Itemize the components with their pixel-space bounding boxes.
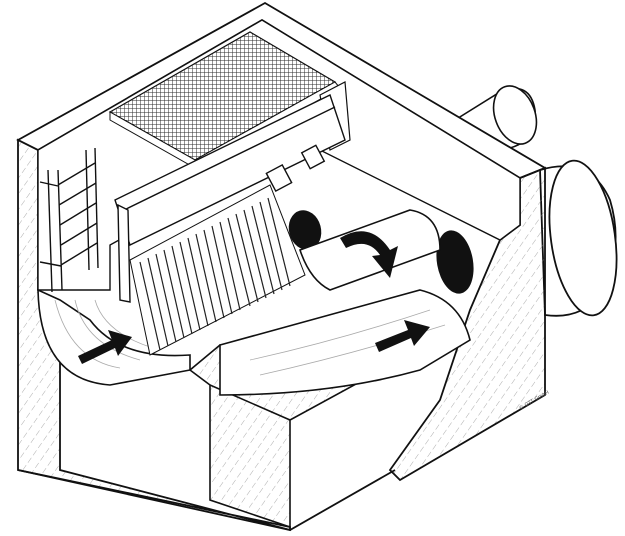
pipe-opening-left: [288, 210, 322, 250]
arrow-right-icon: [375, 320, 430, 352]
pipe-opening-right: [436, 230, 474, 294]
bypass-half-pipe: [298, 209, 441, 291]
outlet-pipe-large: [539, 159, 618, 317]
bar-screen: [129, 184, 306, 356]
inlet-channel: [37, 288, 191, 386]
outlet-channel: [219, 289, 471, 396]
curved-arrow-down-icon: [340, 231, 398, 278]
rake-frame: [114, 94, 346, 303]
access-ladder: [39, 147, 99, 293]
arrow-right-icon: [78, 330, 132, 364]
